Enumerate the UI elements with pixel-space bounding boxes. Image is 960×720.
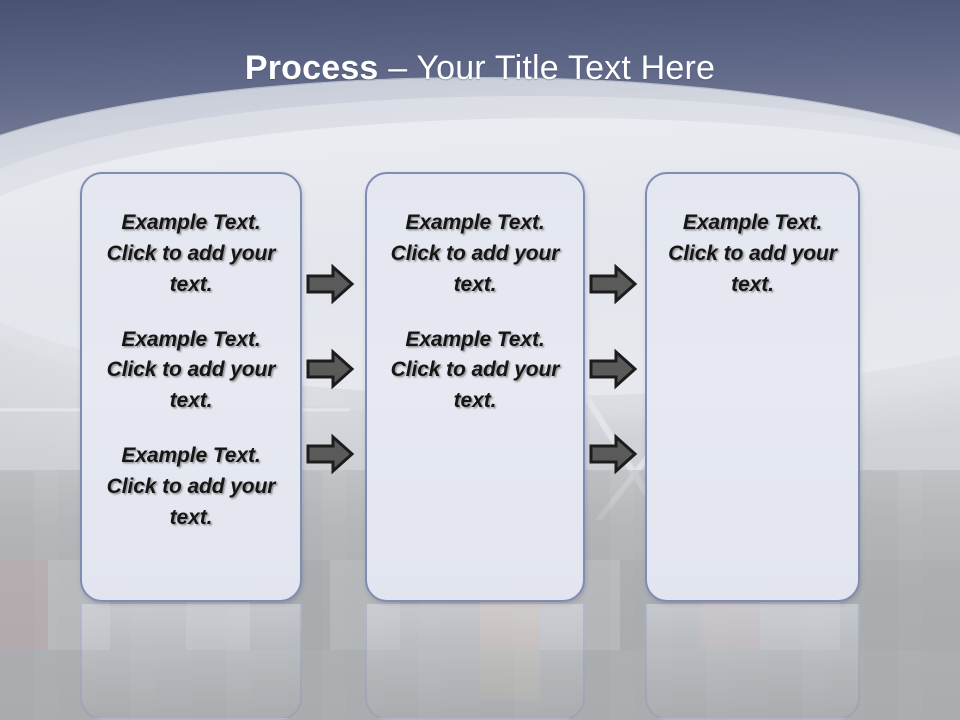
process-box-2-paragraph-2[interactable]: Example Text. Click to add your text.	[390, 327, 560, 413]
process-box-1-paragraph-1[interactable]: Example Text. Click to add your text.	[106, 211, 276, 296]
arrow-right-icon-5[interactable]	[589, 348, 638, 390]
process-box-2-paragraph-1[interactable]: Example Text. Click to add your text.	[390, 211, 560, 296]
process-box-2[interactable]: Example Text. Click to add your text. Ex…	[365, 172, 585, 602]
process-box-1-paragraph-2[interactable]: Example Text. Click to add your text.	[106, 327, 276, 413]
slide-title-rest: – Your Title Text Here	[378, 49, 716, 87]
arrow-right-icon-4[interactable]	[589, 263, 638, 305]
arrow-right-icon-1[interactable]	[306, 263, 355, 305]
process-box-3[interactable]: Example Text. Click to add your text.	[645, 172, 860, 602]
slide-title-strong: Process	[244, 49, 379, 87]
arrow-right-icon-3[interactable]	[306, 433, 355, 475]
process-box-3-paragraph-1[interactable]: Example Text. Click to add your text.	[668, 211, 837, 296]
process-box-1-paragraph-3[interactable]: Example Text. Click to add your text.	[106, 444, 276, 529]
arrow-right-icon-2[interactable]	[306, 348, 355, 390]
process-box-1[interactable]: Example Text. Click to add your text. Ex…	[80, 172, 302, 602]
arrow-right-icon-6[interactable]	[589, 433, 638, 475]
slide-title[interactable]: Process – Your Title Text Here	[0, 49, 960, 88]
